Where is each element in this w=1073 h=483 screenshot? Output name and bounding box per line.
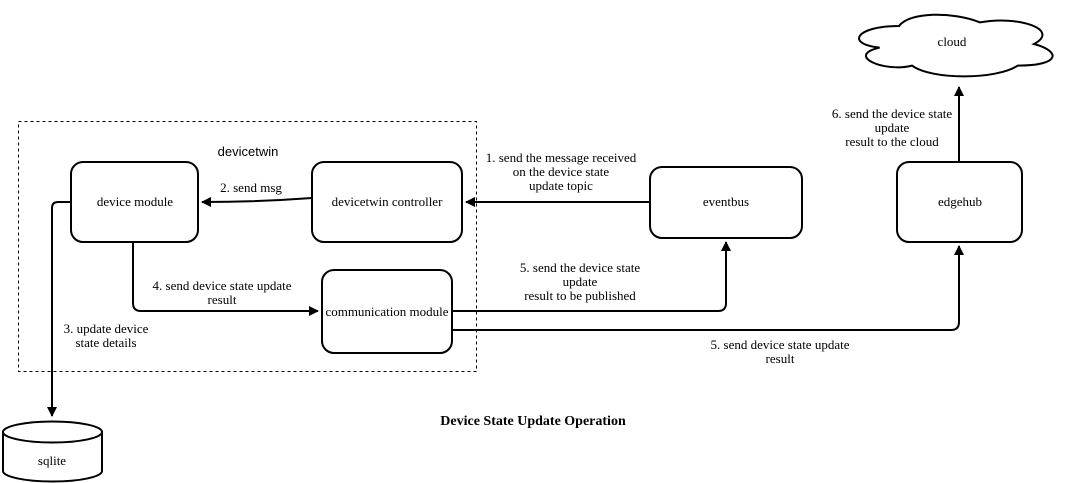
edge-5b-label: 5. send device state update result <box>710 337 850 366</box>
edge-2-label: 2. send msg <box>220 180 282 195</box>
cloud-shape <box>858 13 1054 78</box>
edge-5a-communication-to-eventbus <box>452 241 731 312</box>
sqlite-label: sqlite <box>37 453 67 468</box>
edgehub-label: edgehub <box>937 194 983 209</box>
diagram-title: Device State Update Operation <box>440 414 626 429</box>
edge-2-controller-to-device-module <box>201 196 313 207</box>
eventbus-label: eventbus <box>702 194 750 209</box>
cloud-label: cloud <box>937 34 967 49</box>
edgehub-box <box>896 161 1023 243</box>
edge-4-device-module-to-communication <box>132 242 319 316</box>
eventbus-box <box>649 166 803 239</box>
devicetwin-group-label: devicetwin <box>217 144 279 159</box>
edge-3-label: 3. update device state details <box>63 321 149 350</box>
communication-module-label: communication module <box>325 304 449 319</box>
devicetwin-controller-box <box>311 161 463 243</box>
device-module-box <box>70 161 199 243</box>
devicetwin-controller-label: devicetwin controller <box>331 194 443 209</box>
device-module-label: device module <box>96 194 174 209</box>
edge-4-label: 4. send device state update result <box>152 278 292 307</box>
sqlite-cylinder <box>2 420 103 483</box>
communication-module-box <box>321 269 453 354</box>
edge-6-label: 6. send the device state update result t… <box>831 106 953 149</box>
edge-5b-communication-to-edgehub <box>452 245 964 331</box>
edge-1-label: 1. send the message received on the devi… <box>485 150 637 193</box>
devicetwin-group-box <box>18 121 477 372</box>
edge-3-device-module-to-sqlite <box>47 201 71 417</box>
edge-5a-label: 5. send the device state update result t… <box>519 260 641 303</box>
